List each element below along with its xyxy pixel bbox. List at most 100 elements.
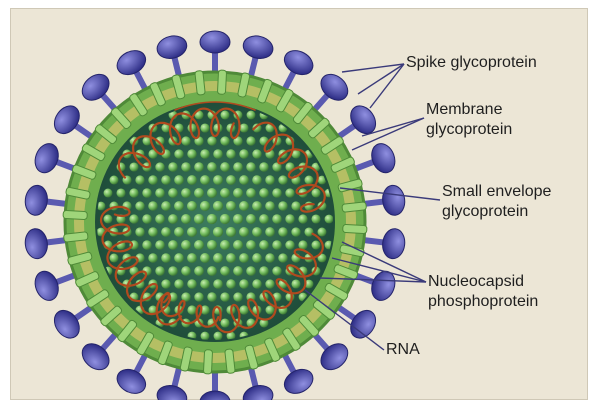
spike-head bbox=[242, 35, 274, 59]
sphere bbox=[200, 331, 210, 340]
sphere bbox=[252, 253, 262, 263]
sphere bbox=[168, 188, 178, 198]
sphere bbox=[239, 305, 249, 315]
sphere bbox=[155, 162, 165, 172]
leader-line bbox=[331, 257, 427, 283]
membrane-protein bbox=[65, 186, 91, 200]
sphere bbox=[239, 253, 249, 263]
sphere bbox=[181, 240, 191, 250]
sphere bbox=[213, 279, 223, 289]
label-spike-text: Spike glycoprotein bbox=[406, 54, 537, 71]
membrane-unit bbox=[129, 93, 148, 117]
rna-strand-top bbox=[174, 101, 256, 111]
sphere bbox=[233, 188, 243, 198]
membrane-unit bbox=[292, 101, 313, 125]
sphere bbox=[181, 266, 191, 276]
membrane-unit bbox=[298, 314, 320, 337]
sphere bbox=[200, 149, 210, 159]
spike bbox=[156, 363, 188, 400]
sphere bbox=[239, 175, 249, 185]
sphere bbox=[239, 279, 249, 289]
sphere bbox=[232, 213, 244, 225]
sphere bbox=[246, 240, 256, 250]
spike bbox=[81, 329, 121, 371]
sphere bbox=[161, 227, 171, 237]
sphere bbox=[155, 266, 165, 276]
label-envelope-line2: glycoprotein bbox=[442, 203, 529, 220]
sphere bbox=[103, 214, 113, 224]
sphere bbox=[142, 136, 152, 146]
sphere bbox=[148, 175, 158, 185]
spike-head bbox=[199, 390, 231, 400]
sphere bbox=[304, 279, 314, 289]
leader-line bbox=[319, 277, 427, 283]
sphere bbox=[259, 318, 269, 328]
sphere bbox=[187, 305, 197, 315]
sphere bbox=[206, 239, 218, 251]
spike bbox=[199, 368, 231, 400]
sphere bbox=[225, 226, 237, 238]
sphere bbox=[278, 201, 288, 211]
membrane-protein bbox=[333, 264, 359, 280]
sphere bbox=[155, 188, 165, 198]
spike-head bbox=[242, 385, 274, 400]
sphere bbox=[168, 240, 178, 250]
sphere bbox=[220, 292, 230, 302]
sphere bbox=[174, 279, 184, 289]
spike-head bbox=[350, 105, 377, 135]
membrane-protein bbox=[63, 231, 89, 243]
membrane-protein bbox=[171, 74, 186, 100]
sphere bbox=[239, 149, 249, 159]
membrane-protein bbox=[179, 346, 193, 372]
sphere bbox=[265, 279, 275, 289]
sphere bbox=[213, 175, 223, 185]
sphere bbox=[298, 266, 308, 276]
spike-head bbox=[283, 50, 314, 76]
sphere bbox=[161, 201, 171, 211]
membrane-protein bbox=[62, 210, 88, 220]
membrane-unit bbox=[179, 346, 193, 372]
membrane-protein bbox=[298, 314, 320, 337]
sphere bbox=[206, 213, 218, 225]
spike bbox=[34, 143, 80, 174]
spike bbox=[309, 329, 349, 371]
sphere bbox=[246, 214, 256, 224]
spike-head bbox=[53, 105, 80, 135]
sphere bbox=[304, 175, 314, 185]
sphere bbox=[206, 187, 218, 199]
sphere bbox=[285, 214, 295, 224]
membrane-unit bbox=[62, 210, 88, 220]
membrane-protein bbox=[341, 201, 367, 213]
sphere bbox=[194, 188, 204, 198]
sphere bbox=[200, 279, 210, 289]
membrane-protein bbox=[330, 156, 355, 173]
label-envelope-line1: Small envelope bbox=[442, 183, 552, 200]
membrane-protein bbox=[307, 117, 330, 139]
membrane-protein bbox=[117, 319, 138, 343]
sphere bbox=[220, 110, 230, 120]
sphere bbox=[226, 279, 236, 289]
sphere bbox=[186, 200, 198, 212]
sphere bbox=[317, 227, 327, 237]
membrane-protein bbox=[71, 164, 97, 180]
sphere bbox=[161, 175, 171, 185]
sphere bbox=[259, 188, 269, 198]
sphere bbox=[174, 227, 184, 237]
spike bbox=[242, 35, 274, 81]
spike bbox=[333, 302, 377, 339]
membrane-unit bbox=[203, 349, 213, 375]
spike bbox=[280, 349, 314, 394]
membrane-unit bbox=[257, 78, 273, 104]
label-nucleocapsid-line1: Nucleocapsid bbox=[428, 273, 525, 290]
membrane-protein bbox=[342, 224, 368, 234]
sphere bbox=[187, 253, 197, 263]
membrane-protein bbox=[75, 271, 100, 288]
sphere bbox=[174, 175, 184, 185]
spike-head bbox=[156, 385, 188, 400]
sphere bbox=[148, 305, 158, 315]
sphere bbox=[213, 149, 223, 159]
spike-head bbox=[320, 73, 349, 101]
sphere bbox=[239, 123, 249, 133]
membrane-unit bbox=[244, 344, 259, 370]
membrane-unit bbox=[157, 340, 173, 366]
